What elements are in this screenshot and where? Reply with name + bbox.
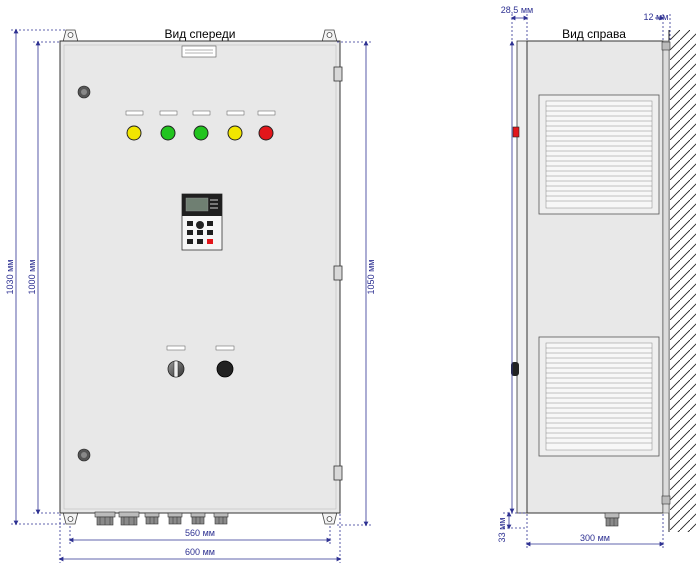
keypad-knob-icon (196, 221, 204, 229)
front-view: Вид спереди (59, 27, 343, 526)
dim-side-door-offset: 28,5 мм (501, 5, 533, 15)
side-view-title: Вид справа (562, 27, 626, 41)
side-cable-gland (604, 512, 620, 527)
side-dimensions: 28,5 мм 12 мм 33 мм 300 мм (497, 5, 671, 548)
dim-front-width-inner: 560 мм (185, 528, 215, 538)
indicator-lamp-green (160, 125, 176, 141)
push-button-black (216, 360, 234, 378)
nameplate (181, 45, 217, 58)
side-lamp-red (512, 126, 520, 138)
dim-side-depth: 300 мм (580, 533, 610, 543)
vent-grille-bottom (538, 336, 660, 457)
dim-side-gland-height: 33 мм (497, 518, 507, 543)
screw-icon (77, 85, 91, 99)
dim-front-height-inner: 1000 мм (27, 260, 37, 295)
hinges (333, 66, 343, 481)
indicator-lamp-yellow (227, 125, 243, 141)
front-view-title: Вид спереди (164, 27, 235, 41)
screw-icon (77, 448, 91, 462)
side-view: Вид справа (511, 27, 696, 532)
dim-front-width-outer: 600 мм (185, 547, 215, 557)
drive-keypad (181, 193, 223, 251)
rotary-switch-icon (167, 360, 185, 378)
front-panel (59, 40, 341, 514)
indicator-lamp-green (193, 125, 209, 141)
cable-glands (94, 511, 229, 526)
indicator-lamp-red (258, 125, 274, 141)
lamp-labels (125, 110, 276, 116)
dim-side-wall-gap: 12 мм (644, 12, 669, 22)
vent-grille-top (538, 94, 660, 215)
wall-hatch (670, 30, 696, 532)
side-door (516, 40, 528, 514)
dim-front-height-right: 1050 мм (366, 260, 376, 295)
dim-front-height-outer: 1030 мм (5, 260, 15, 295)
indicator-lamp-yellow (126, 125, 142, 141)
front-dimensions: 1030 мм 1000 мм 1050 мм 560 мм 600 мм (5, 28, 376, 563)
